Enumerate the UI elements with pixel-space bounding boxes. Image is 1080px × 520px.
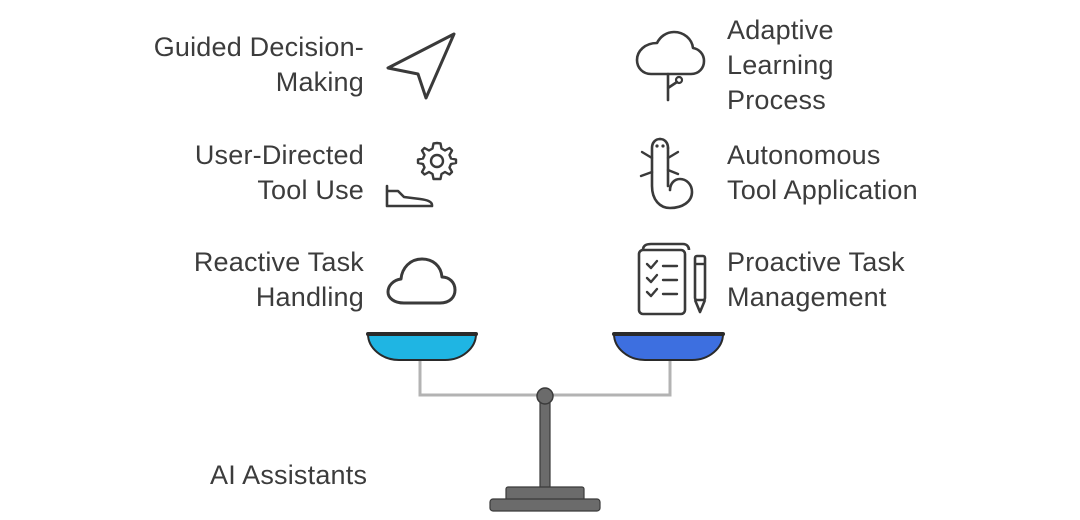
label-line: Handling bbox=[255, 282, 364, 312]
label-line: Guided Decision- bbox=[153, 32, 364, 62]
scale-base-bottom bbox=[489, 498, 601, 512]
lizard-icon bbox=[639, 137, 694, 210]
label-line: Management bbox=[727, 282, 887, 312]
left-item-user-directed-tool-use: User-Directed Tool Use bbox=[80, 138, 364, 208]
right-pan-rim bbox=[612, 332, 725, 336]
scale-pivot bbox=[536, 387, 554, 405]
left-pan-rim bbox=[366, 332, 478, 336]
navigation-arrow-icon bbox=[386, 32, 456, 100]
right-item-adaptive-learning-process: Adaptive Learning Process bbox=[727, 13, 834, 118]
left-item-guided-decision-making: Guided Decision- Making bbox=[80, 30, 364, 100]
right-pan bbox=[612, 333, 725, 361]
label-line: Proactive Task bbox=[727, 247, 905, 277]
label-line: Making bbox=[275, 67, 364, 97]
label-line: User-Directed bbox=[194, 140, 364, 170]
label-line: Reactive Task bbox=[193, 247, 364, 277]
left-pan bbox=[366, 333, 478, 361]
right-item-autonomous-tool-application: Autonomous Tool Application bbox=[727, 138, 918, 208]
scale-pole bbox=[539, 399, 551, 489]
cloud-icon bbox=[386, 257, 457, 305]
right-item-proactive-task-management: Proactive Task Management bbox=[727, 245, 905, 315]
label-line: Tool Application bbox=[727, 175, 918, 205]
checklist-pen-icon bbox=[637, 242, 707, 316]
label-line: Adaptive bbox=[727, 15, 834, 45]
label-line: Autonomous bbox=[727, 140, 881, 170]
base-label: AI Assistants bbox=[210, 460, 368, 490]
cloud-tree-icon bbox=[635, 30, 706, 102]
left-item-reactive-task-handling: Reactive Task Handling bbox=[80, 245, 364, 315]
hand-icon bbox=[385, 184, 434, 208]
label-line: Learning bbox=[727, 50, 834, 80]
gear-icon bbox=[416, 141, 458, 181]
label-line: Process bbox=[727, 85, 826, 115]
label-line: Tool Use bbox=[257, 175, 364, 205]
